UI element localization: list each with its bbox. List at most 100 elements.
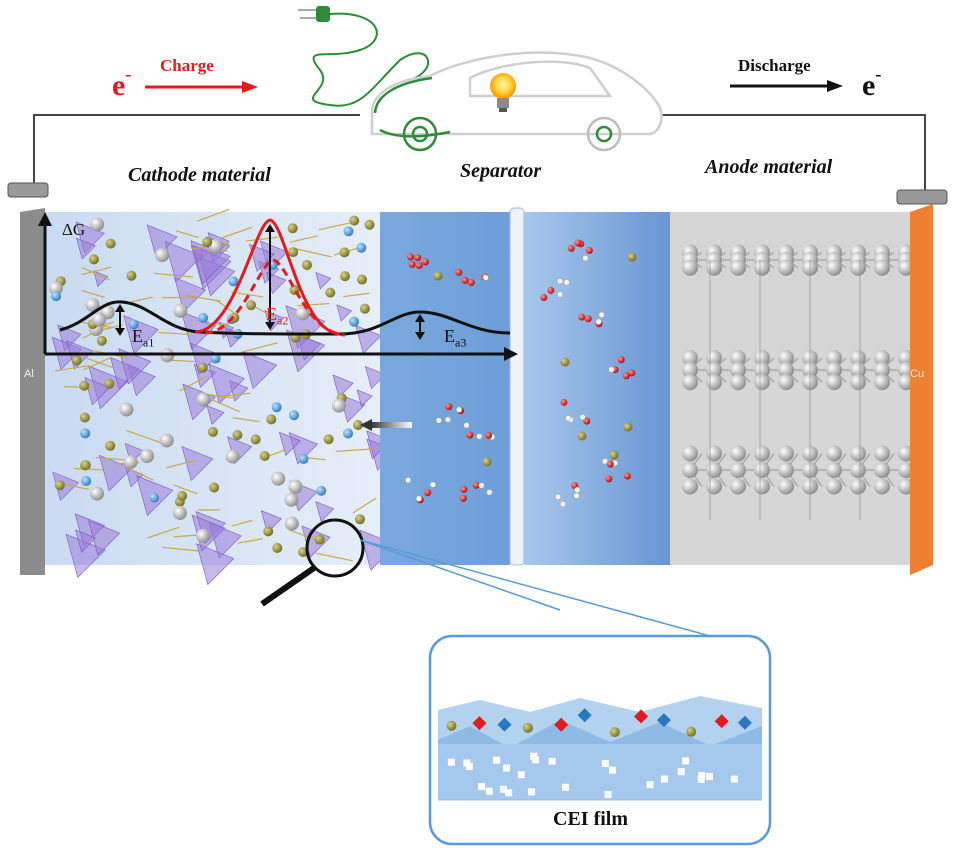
cei-inorganic: [706, 773, 714, 781]
al-current-collector: [20, 208, 45, 575]
cathode-label: Cathode material: [128, 164, 271, 186]
li-ion-sphere: [177, 490, 188, 501]
cei-inorganic: [601, 760, 609, 768]
carbon-atom: [874, 445, 890, 462]
carbon-atom: [850, 374, 866, 391]
solvent-molecule: [455, 268, 489, 287]
cu-current-collector: [910, 204, 933, 575]
cei-inorganic: [528, 788, 536, 796]
carbon-atom: [730, 259, 746, 276]
ea2-label: Ea2: [266, 304, 289, 328]
crystal-bond: [232, 417, 260, 423]
cei-label: CEI film: [553, 808, 628, 830]
carbon-atom: [706, 374, 722, 391]
li-ion-sphere: [250, 434, 261, 445]
carbon-atom: [730, 478, 746, 495]
carbon-atom: [706, 445, 722, 462]
anode-label: Anode material: [705, 156, 833, 178]
crystal-bond: [184, 294, 221, 302]
crystal-bond: [165, 459, 196, 469]
crystal-bond: [158, 331, 190, 336]
crystal-bond: [126, 467, 154, 481]
li-ion-sphere: [354, 514, 365, 525]
cei-inorganic: [561, 783, 569, 791]
al-tab: [7, 182, 49, 198]
discharge-arrowhead: [827, 80, 843, 92]
crystal-octahedron: [98, 454, 133, 492]
crystal-octahedron: [88, 520, 121, 556]
carbon-atom: [682, 259, 698, 276]
cei-inorganic: [530, 752, 538, 760]
electrolyte-right: [524, 212, 670, 565]
carbon-atom: [682, 349, 698, 366]
crystal-bond: [231, 519, 253, 527]
crystal-atom: [225, 449, 240, 464]
ea3-label: Ea3: [444, 326, 467, 350]
li-ion-sphere: [79, 380, 90, 391]
cei-component: [634, 709, 649, 724]
carbon-atom: [730, 362, 746, 378]
crystal-atom: [349, 316, 360, 327]
crystal-octahedron: [190, 342, 220, 375]
cei-inorganic: [517, 771, 525, 779]
carbon-atom: [754, 462, 770, 478]
crystal-bond: [196, 208, 230, 222]
cei-component: [472, 716, 487, 731]
cei-inorganic: [493, 756, 501, 764]
crystal-bond: [173, 484, 198, 495]
cei-inset: [428, 634, 772, 846]
crystal-bond: [81, 266, 112, 276]
solvent-molecule: [540, 278, 570, 301]
crystal-octahedron: [249, 243, 275, 272]
magnifier-icon: [260, 518, 711, 637]
crystal-bond: [204, 322, 230, 325]
crystal-bond: [131, 296, 154, 303]
crystal-atom: [356, 242, 367, 253]
carbon-atom: [874, 478, 890, 495]
carbon-atom: [778, 478, 794, 495]
crystal-bond: [292, 247, 332, 258]
carbon-atom: [706, 462, 722, 478]
crystal-bond: [297, 302, 330, 307]
crystal-bond: [154, 272, 193, 278]
light-bulb-icon: [490, 73, 516, 112]
cu-label: Cu: [910, 368, 925, 380]
carbon-atom: [682, 478, 698, 495]
crystal-atom: [198, 312, 209, 323]
li-ion-sphere: [609, 727, 620, 738]
carbon-atom: [730, 445, 746, 462]
crystal-atom: [228, 276, 239, 287]
crystal-atom: [331, 398, 346, 413]
crystal-bond: [315, 552, 353, 562]
li-ion-sphere: [207, 426, 218, 437]
crystal-bond: [162, 546, 199, 552]
charge-label: Charge: [160, 56, 214, 75]
carbon-atom: [850, 349, 866, 366]
crystal-bond: [54, 364, 90, 372]
crystal-bond: [208, 397, 240, 413]
cei-inorganic: [548, 757, 556, 765]
crystal-atom: [90, 486, 105, 501]
li-ion-sphere: [126, 270, 137, 281]
li-ion-sphere: [105, 238, 116, 249]
car-icon: [370, 51, 663, 152]
li-ion-sphere: [266, 414, 277, 425]
crystal-atom: [81, 475, 92, 486]
carbon-atom: [874, 349, 890, 366]
cei-inorganic: [646, 781, 654, 789]
cei-inorganic: [677, 768, 685, 776]
solvent-molecule: [608, 356, 636, 380]
crystal-bond: [222, 226, 252, 239]
carbon-atom: [754, 349, 770, 366]
li-ion-sphere: [104, 378, 115, 389]
graphite-layers: [682, 244, 914, 520]
crystal-octahedron: [242, 351, 278, 390]
carbon-atom: [706, 259, 722, 276]
cei-inorganic: [698, 772, 706, 780]
crystal-atom: [90, 217, 105, 232]
crystal-atom: [288, 410, 299, 421]
crystal-atom: [173, 303, 188, 318]
crystal-atom: [149, 492, 160, 503]
solvent-molecule: [560, 398, 591, 425]
li-ion-sphere: [323, 434, 334, 445]
